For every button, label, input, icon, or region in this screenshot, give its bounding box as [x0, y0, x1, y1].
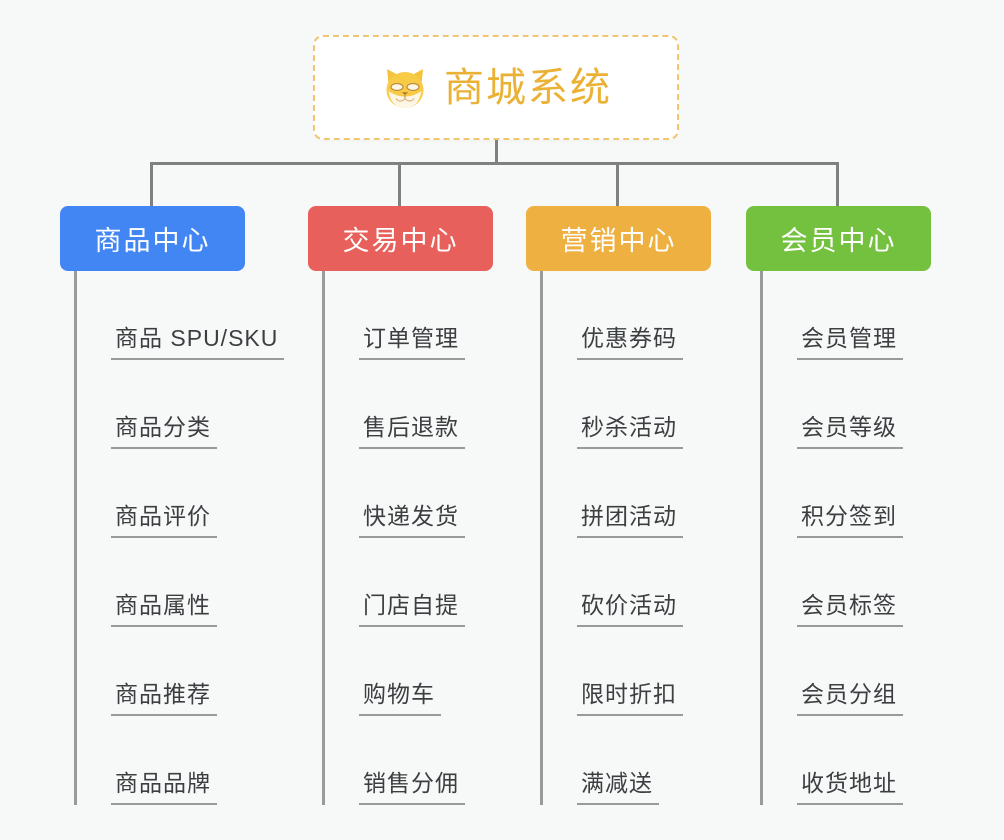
leaf-item[interactable]: 收货地址	[763, 716, 931, 805]
category-header-3-label: 营销中心	[560, 226, 677, 256]
leaf-item[interactable]: 限时折扣	[543, 627, 711, 716]
leaf-item[interactable]: 砍价活动	[543, 538, 711, 627]
leaf-item[interactable]: 会员标签	[763, 538, 931, 627]
leaf-item[interactable]: 积分签到	[763, 449, 931, 538]
leaf-item[interactable]: 会员分组	[763, 627, 931, 716]
leaf-item[interactable]: 销售分佣	[325, 716, 493, 805]
leaf-item-label: 购物车	[359, 680, 441, 716]
leaf-item[interactable]: 拼团活动	[543, 449, 711, 538]
leaf-item[interactable]: 商品推荐	[77, 627, 245, 716]
category-column-4: 会员中心 会员管理 会员等级 积分签到 会员标签 会员分组 收货地址	[746, 206, 931, 805]
category-header-1[interactable]: 商品中心	[60, 206, 245, 271]
leaf-item[interactable]: 优惠券码	[543, 271, 711, 360]
leaf-item-label: 会员分组	[797, 680, 903, 716]
leaf-item[interactable]: 商品评价	[77, 449, 245, 538]
leaf-item-label: 商品 SPU/SKU	[111, 324, 285, 360]
category-column-2: 交易中心 订单管理 售后退款 快递发货 门店自提 购物车 销售分佣	[308, 206, 493, 805]
leaf-item-label: 商品推荐	[111, 680, 217, 716]
shiba-dog-face-icon	[380, 63, 430, 113]
leaf-item-label: 商品属性	[111, 591, 217, 627]
connector-horizontal-bus	[150, 162, 839, 165]
leaf-item-label: 会员标签	[797, 591, 903, 627]
leaf-item[interactable]: 售后退款	[325, 360, 493, 449]
leaf-item-label: 拼团活动	[577, 502, 683, 538]
leaf-item-label: 秒杀活动	[577, 413, 683, 449]
category-column-3: 营销中心 优惠券码 秒杀活动 拼团活动 砍价活动 限时折扣 满减送	[526, 206, 711, 805]
category-column-1: 商品中心 商品 SPU/SKU 商品分类 商品评价 商品属性 商品推荐 商品品牌	[60, 206, 285, 805]
connector-drop-2	[398, 162, 401, 206]
category-header-4-label: 会员中心	[780, 226, 897, 256]
root-node-title: 商城系统	[444, 65, 612, 110]
category-header-4[interactable]: 会员中心	[746, 206, 931, 271]
category-header-1-label: 商品中心	[94, 226, 211, 256]
leaf-item[interactable]: 会员管理	[763, 271, 931, 360]
leaf-item[interactable]: 会员等级	[763, 360, 931, 449]
connector-drop-3	[616, 162, 619, 206]
leaf-list-2: 订单管理 售后退款 快递发货 门店自提 购物车 销售分佣	[322, 271, 493, 805]
leaf-list-3: 优惠券码 秒杀活动 拼团活动 砍价活动 限时折扣 满减送	[540, 271, 711, 805]
leaf-item[interactable]: 商品品牌	[77, 716, 245, 805]
leaf-item-label: 销售分佣	[359, 769, 465, 805]
leaf-item[interactable]: 快递发货	[325, 449, 493, 538]
leaf-item-label: 订单管理	[359, 324, 465, 360]
leaf-item[interactable]: 商品属性	[77, 538, 245, 627]
leaf-item-label: 售后退款	[359, 413, 465, 449]
leaf-item[interactable]: 满减送	[543, 716, 711, 805]
leaf-item-label: 砍价活动	[577, 591, 683, 627]
leaf-item[interactable]: 订单管理	[325, 271, 493, 360]
leaf-item-label: 限时折扣	[577, 680, 683, 716]
category-header-3[interactable]: 营销中心	[526, 206, 711, 271]
connector-root-stem	[495, 140, 498, 163]
leaf-item[interactable]: 商品 SPU/SKU	[77, 271, 285, 360]
leaf-item-label: 会员等级	[797, 413, 903, 449]
leaf-item-label: 会员管理	[797, 324, 903, 360]
leaf-item[interactable]: 秒杀活动	[543, 360, 711, 449]
connector-drop-4	[836, 162, 839, 206]
leaf-item[interactable]: 购物车	[325, 627, 493, 716]
leaf-item-label: 优惠券码	[577, 324, 683, 360]
leaf-item-label: 商品品牌	[111, 769, 217, 805]
leaf-item[interactable]: 商品分类	[77, 360, 245, 449]
connector-drop-1	[150, 162, 153, 206]
root-node-mall-system[interactable]: 商城系统	[313, 35, 679, 140]
leaf-list-1: 商品 SPU/SKU 商品分类 商品评价 商品属性 商品推荐 商品品牌	[74, 271, 285, 805]
leaf-item-label: 商品评价	[111, 502, 217, 538]
leaf-item-label: 积分签到	[797, 502, 903, 538]
leaf-item-label: 收货地址	[797, 769, 903, 805]
leaf-item-label: 快递发货	[359, 502, 465, 538]
leaf-item-label: 商品分类	[111, 413, 217, 449]
category-header-2[interactable]: 交易中心	[308, 206, 493, 271]
category-header-2-label: 交易中心	[342, 226, 459, 256]
leaf-list-4: 会员管理 会员等级 积分签到 会员标签 会员分组 收货地址	[760, 271, 931, 805]
leaf-item-label: 满减送	[577, 769, 659, 805]
leaf-item[interactable]: 门店自提	[325, 538, 493, 627]
leaf-item-label: 门店自提	[359, 591, 465, 627]
